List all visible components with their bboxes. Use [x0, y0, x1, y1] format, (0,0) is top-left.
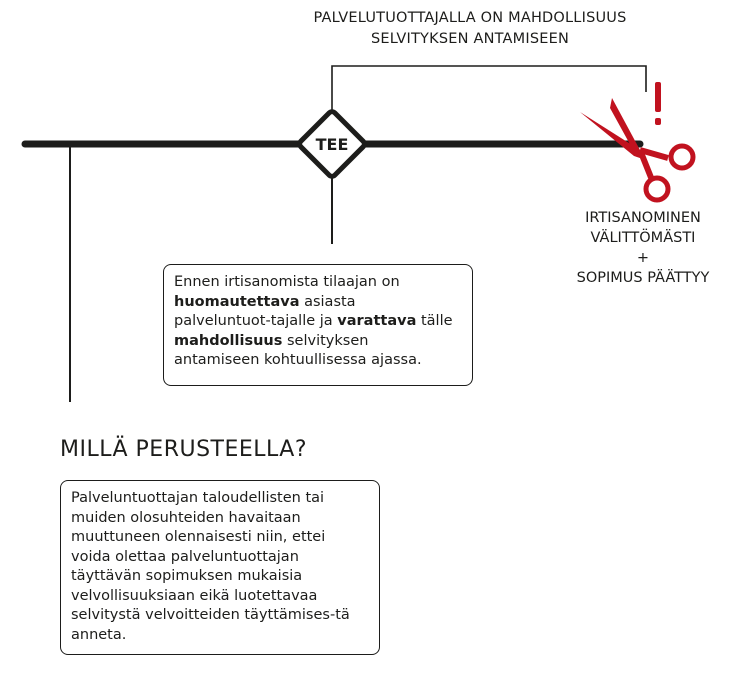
notice-text-2: asiasta palveluntuot-tajalle ja [174, 293, 356, 330]
basis-box: Palveluntuottajan taloudellisten tai mui… [60, 480, 380, 655]
notice-text-4: selvityksen antamiseen kohtuullisessa aj… [174, 332, 422, 369]
decision-label: TEE [316, 135, 349, 154]
termination-result: IRTISANOMINEN VÄLITTÖMÄSTI + SOPIMUS PÄÄ… [548, 208, 738, 288]
result-line3: SOPIMUS PÄÄTTYY [576, 270, 710, 286]
notice-bold-2: varattava [337, 313, 417, 329]
opportunity-note: PALVELUTUOTTAJALLA ON MAHDOLLISUUS SELVI… [250, 8, 690, 50]
notice-text-3: tälle [416, 313, 453, 329]
result-line2: VÄLITTÖMÄSTI [590, 230, 696, 246]
notice-bold-1: huomautettava [174, 293, 300, 310]
notice-text-1: Ennen irtisanomista tilaajan on [174, 274, 400, 290]
opportunity-note-line2: SELVITYKSEN ANTAMISEEN [370, 31, 570, 47]
opportunity-bracket [331, 65, 647, 112]
exclamation-icon [655, 82, 661, 125]
notice-box: Ennen irtisanomista tilaajan on huomaute… [163, 264, 473, 386]
scissors-icon [580, 98, 696, 203]
notice-text: Ennen irtisanomista tilaajan on huomaute… [174, 273, 454, 371]
basis-heading: MILLÄ PERUSTEELLA? [60, 437, 308, 462]
basis-text: Palveluntuottajan taloudellisten tai mui… [71, 490, 350, 643]
result-plus: + [636, 250, 650, 266]
opportunity-note-line1: PALVELUTUOTTAJALLA ON MAHDOLLISUUS [313, 10, 627, 26]
notice-bold-3: mahdollisuus [174, 332, 283, 349]
decision-diamond: TEE [297, 109, 367, 179]
result-line1: IRTISANOMINEN [585, 210, 701, 226]
